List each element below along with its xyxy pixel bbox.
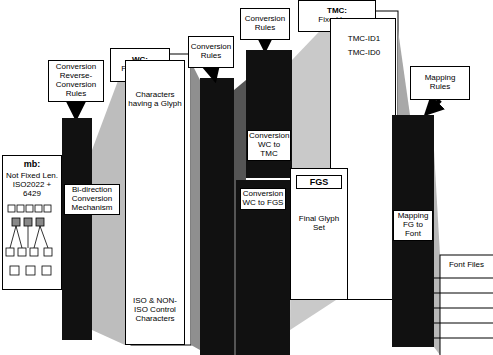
wc-panel: Characters having a GlyphISO & NON-ISO C…	[125, 60, 185, 345]
conversion-bar	[200, 78, 234, 355]
node-text: TMC-ID1	[335, 35, 393, 44]
font-files-panel	[440, 255, 493, 355]
font-files-panel: Font Files	[440, 255, 493, 355]
node-text: Mapping FG to Font	[393, 210, 433, 241]
node-text: Conversion Rules	[191, 43, 231, 61]
mapping-bar: Mapping FG to Font	[392, 115, 434, 347]
node-text: ISO & NON-ISO Control Characters	[128, 297, 182, 324]
node-text: Mapping Rules	[414, 74, 466, 92]
font-file-lines	[434, 278, 493, 338]
node-text: Bi-direction Conversion Mechanism	[64, 184, 120, 215]
conversion-bar: Bi-direction Conversion Mechanism	[62, 118, 92, 340]
callout-arrow	[263, 40, 268, 46]
node-text: Font Files	[442, 261, 491, 270]
callout-box: Mapping Rules	[410, 66, 470, 100]
node-text: FGS	[296, 175, 342, 189]
callout-box: Conversion Rules	[188, 36, 234, 68]
perspective-band	[434, 150, 440, 355]
node-text: Conversion WC to FGS	[240, 188, 286, 210]
mb-box: mb: Not Fixed Len. ISO2022 + 6429	[2, 155, 62, 290]
node-text: mb:	[5, 159, 59, 169]
node-text: Conversion WC to TMC	[247, 130, 291, 161]
callout-box: Conversion Rules	[240, 8, 290, 40]
perspective-band	[191, 62, 200, 350]
node-text: Characters having a Glyph	[128, 91, 182, 109]
mb-byte-illustration	[6, 205, 52, 275]
node-text: TMC-ID0	[335, 49, 393, 58]
leader-arrow	[212, 68, 214, 76]
callout-arrow	[74, 102, 79, 114]
node-text: Not Fixed Len. ISO2022 + 6429	[4, 172, 60, 199]
conversion-bar: Conversion WC to TMC	[246, 50, 292, 178]
node-text: Conversion Rules	[244, 15, 286, 33]
conversion-bar: Conversion WC to FGS	[236, 180, 290, 355]
node-text: Conversion Reverse-Conversion Rules	[52, 63, 100, 99]
node-text: TMC:	[327, 7, 347, 16]
node-text: Final Glyph Set	[293, 215, 345, 233]
callout-arrow	[429, 100, 440, 111]
fgs-panel: FGS Final Glyph Set	[290, 168, 348, 300]
callout-box: Conversion Reverse-Conversion Rules	[48, 60, 104, 102]
